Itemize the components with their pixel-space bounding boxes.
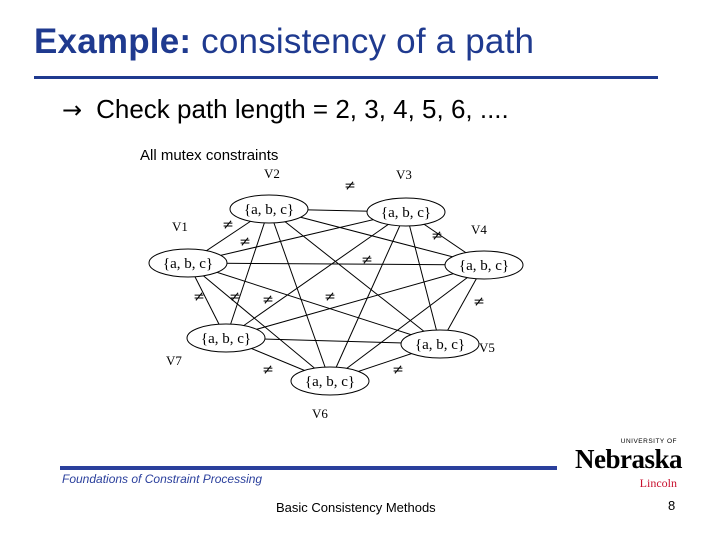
variable-label: V4 [471, 222, 487, 237]
node-ellipse [229, 194, 309, 224]
neq-mark: ≠ [229, 289, 241, 305]
title-underline [34, 76, 658, 79]
node-ellipse [290, 366, 370, 396]
neq-mark: ≠ [262, 362, 274, 378]
university-logo: UNIVERSITY OF Nebraska Lincoln [573, 438, 683, 494]
variable-label: V1 [172, 219, 188, 234]
neq-mark: ≠ [222, 217, 234, 233]
logo-city: Lincoln [639, 476, 677, 490]
variable-node: {a, b, c} [444, 250, 524, 280]
constraint-edge [225, 208, 270, 339]
neq-mark: ≠ [392, 362, 404, 378]
domain-label: {a, b, c} [381, 205, 431, 221]
node-ellipse [186, 323, 266, 353]
domain-label: {a, b, c} [459, 258, 509, 274]
constraint-edge [187, 262, 485, 266]
constraint-edge [405, 211, 441, 345]
domain-label: {a, b, c} [305, 374, 355, 390]
variable-node: {a, b, c} [290, 366, 370, 396]
neq-marks: ≠ ≠ ≠ ≠ ≠ ≠ ≠ ≠ ≠ ≠ ≠ ≠ [193, 178, 485, 378]
neq-mark: ≠ [344, 178, 356, 194]
constraint-edge [268, 208, 331, 382]
neq-mark: ≠ [473, 294, 485, 310]
bullet-point: → Check path length = 2, 3, 4, 5, 6, .... [62, 94, 509, 125]
variable-label: V7 [166, 353, 182, 368]
domain-label: {a, b, c} [201, 331, 251, 347]
bullet-text: Check path length = 2, 3, 4, 5, 6, .... [96, 94, 509, 124]
constraint-nodes: {a, b, c} {a, b, c} {a, b, c} {a, b, c} {a, … [148, 194, 524, 396]
variable-label: V2 [264, 166, 280, 181]
footer-course: Foundations of Constraint Processing [62, 472, 263, 486]
constraint-edge [268, 208, 441, 345]
neq-mark: ≠ [239, 234, 251, 250]
domain-label: {a, b, c} [244, 202, 294, 218]
footer-topic: Basic Consistency Methods [276, 500, 436, 515]
graph-caption: All mutex constraints [140, 147, 279, 164]
constraint-edge [187, 262, 441, 345]
domain-label: {a, b, c} [415, 337, 465, 353]
logo-university: UNIVERSITY OF [620, 438, 677, 445]
neq-mark: ≠ [361, 252, 373, 268]
constraint-edge [187, 262, 331, 382]
constraint-edge [329, 264, 485, 382]
neq-mark: ≠ [324, 289, 336, 305]
variable-label: V3 [396, 167, 412, 182]
constraint-edge [187, 211, 407, 264]
node-ellipse [148, 248, 228, 278]
variable-label: V6 [312, 406, 328, 421]
variable-label: V5 [479, 340, 495, 355]
neq-mark: ≠ [193, 289, 205, 305]
variable-node: {a, b, c} [400, 329, 480, 359]
constraint-edge [329, 211, 407, 382]
slide-title-keyword: Example: [34, 22, 192, 61]
logo-name: Nebraska [575, 444, 683, 474]
variable-node: {a, b, c} [148, 248, 228, 278]
node-ellipse [366, 197, 446, 227]
neq-mark: ≠ [431, 228, 443, 244]
page-number: 8 [668, 498, 676, 513]
variable-node: {a, b, c} [366, 197, 446, 227]
constraint-edge [268, 208, 485, 266]
variable-node: {a, b, c} [186, 323, 266, 353]
variable-node: {a, b, c} [229, 194, 309, 224]
node-ellipse [400, 329, 480, 359]
right-arrow-icon: → [62, 96, 83, 124]
constraint-edge [225, 264, 485, 339]
domain-label: {a, b, c} [163, 256, 213, 272]
footer-rule [60, 466, 557, 470]
neq-mark: ≠ [262, 292, 274, 308]
slide-title-rest: consistency of a path [201, 22, 535, 61]
node-ellipse [444, 250, 524, 280]
constraint-edge [225, 211, 407, 339]
slide-title: Example: consistency of a path [34, 22, 534, 62]
